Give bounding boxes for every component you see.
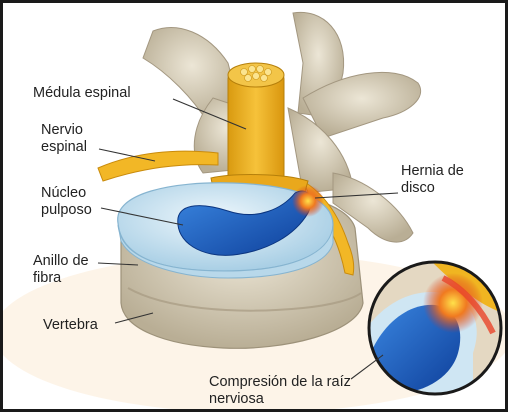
label-hernia-de-disco: Hernia de disco <box>401 163 464 197</box>
label-compresion-line2: nerviosa <box>209 391 351 408</box>
label-nucleo-line1: Núcleo <box>41 185 92 202</box>
label-anillo-line2: fibra <box>33 270 89 287</box>
label-compresion-line1: Compresión de la raíz <box>209 374 351 391</box>
label-vertebra: Vertebra <box>43 317 98 334</box>
label-nucleo-line2: pulposo <box>41 202 92 219</box>
label-nervio-line1: Nervio <box>41 122 87 139</box>
label-nucleo-pulposo: Núcleo pulposo <box>41 185 92 219</box>
herniation-spot <box>292 185 324 217</box>
label-compresion-raiz: Compresión de la raíz nerviosa <box>209 374 351 408</box>
label-hernia-line1: Hernia de <box>401 163 464 180</box>
label-hernia-line2: disco <box>401 180 464 197</box>
label-medula-espinal: Médula espinal <box>33 85 131 102</box>
label-nervio-line2: espinal <box>41 139 87 156</box>
label-anillo-de-fibra: Anillo de fibra <box>33 253 89 287</box>
label-nervio-espinal: Nervio espinal <box>41 122 87 156</box>
label-anillo-line1: Anillo de <box>33 253 89 270</box>
